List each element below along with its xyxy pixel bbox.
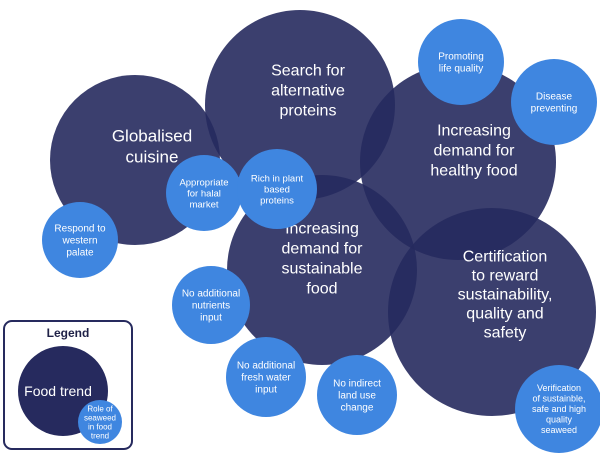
trend-label-line: cuisine (126, 147, 179, 166)
trend-label-line: Increasing (437, 123, 511, 140)
role-label-line: change (341, 403, 374, 414)
trend-label-line: food (306, 281, 337, 298)
role-bubble (226, 337, 306, 417)
trend-label-line: proteins (280, 103, 337, 120)
role-bubble (42, 202, 118, 278)
trend-label-line: Increasing (285, 221, 359, 238)
trend-label-alternative-proteins: Search for alternative proteins (271, 63, 345, 120)
role-bubble (511, 59, 597, 145)
role-label-line: for halal (187, 188, 221, 199)
role-label-line: market (189, 199, 218, 210)
role-label-line: nutrients (192, 301, 230, 312)
role-label-line: proteins (260, 195, 294, 206)
role-label-line: life quality (439, 64, 483, 75)
trend-label-line: safety (484, 325, 527, 342)
trend-label-line: Search for (271, 63, 345, 80)
legend-title: Legend (47, 326, 90, 340)
role-label-line: Promoting (438, 52, 484, 63)
trend-label-globalised-cuisine: Globalised cuisine (112, 126, 192, 166)
legend-food-trend-label: Food trend (24, 383, 92, 399)
trend-label-line: alternative (271, 83, 345, 100)
trend-label-line: Globalised (112, 126, 192, 145)
role-label-line: palate (66, 248, 94, 259)
role-label-line: input (255, 385, 277, 396)
role-bubble (515, 365, 600, 453)
role-label-line: land use (338, 391, 376, 402)
trend-label-sustainable-food: Increasing demand for sustainable food (282, 221, 364, 298)
role-label-line: Respond to (54, 224, 106, 235)
trend-bubble (388, 208, 596, 416)
trend-label-line: demand for (434, 143, 516, 160)
trend-label-line: Certification (463, 249, 547, 266)
role-label-line: Verification (537, 383, 581, 393)
role-bubble (166, 155, 242, 231)
trend-label-line: sustainability, (458, 287, 553, 304)
role-bubble (237, 149, 317, 229)
role-label-line: seaweed (541, 425, 577, 435)
legend-role-bubble (78, 400, 122, 444)
role-label-line: safe and high (532, 404, 586, 414)
legend-role-label-line: trend (91, 431, 109, 440)
role-label-line: No additional (237, 361, 295, 372)
role-label-line: input (200, 313, 222, 324)
role-label-line: preventing (531, 104, 578, 115)
trend-label-certification: Certification to reward sustainability, qua… (458, 249, 553, 342)
role-label-line: No additional (182, 289, 240, 300)
trend-label-line: sustainable (282, 261, 363, 278)
trend-label-line: healthy food (430, 163, 517, 180)
role-bubble (172, 266, 250, 344)
role-bubble (317, 355, 397, 435)
trend-label-line: quality and (466, 306, 543, 323)
role-label-line: based (264, 184, 290, 195)
trend-certification (388, 208, 596, 416)
role-label-line: Appropriate (179, 177, 228, 188)
trend-label-line: demand for (282, 241, 364, 258)
role-label-line: quality (546, 415, 573, 425)
legend-role-label-line: in food (88, 422, 112, 431)
role-bubble (418, 19, 504, 105)
role-label-line: No indirect (333, 379, 381, 390)
role-label-line: western (61, 236, 97, 247)
trend-label-line: to reward (472, 268, 539, 285)
trend-label-healthy-food: Increasing demand for healthy food (430, 123, 517, 180)
role-label-line: Disease (536, 92, 573, 103)
role-label-line: fresh water (241, 373, 291, 384)
legend-role-label-line: seaweed (84, 413, 116, 422)
role-label-line: Rich in plant (251, 173, 304, 184)
legend-role-label-line: Role of (87, 404, 113, 413)
role-label-line: of sustainble, (532, 394, 585, 404)
trend-alternative-proteins (205, 10, 395, 200)
trend-bubble (205, 10, 395, 200)
